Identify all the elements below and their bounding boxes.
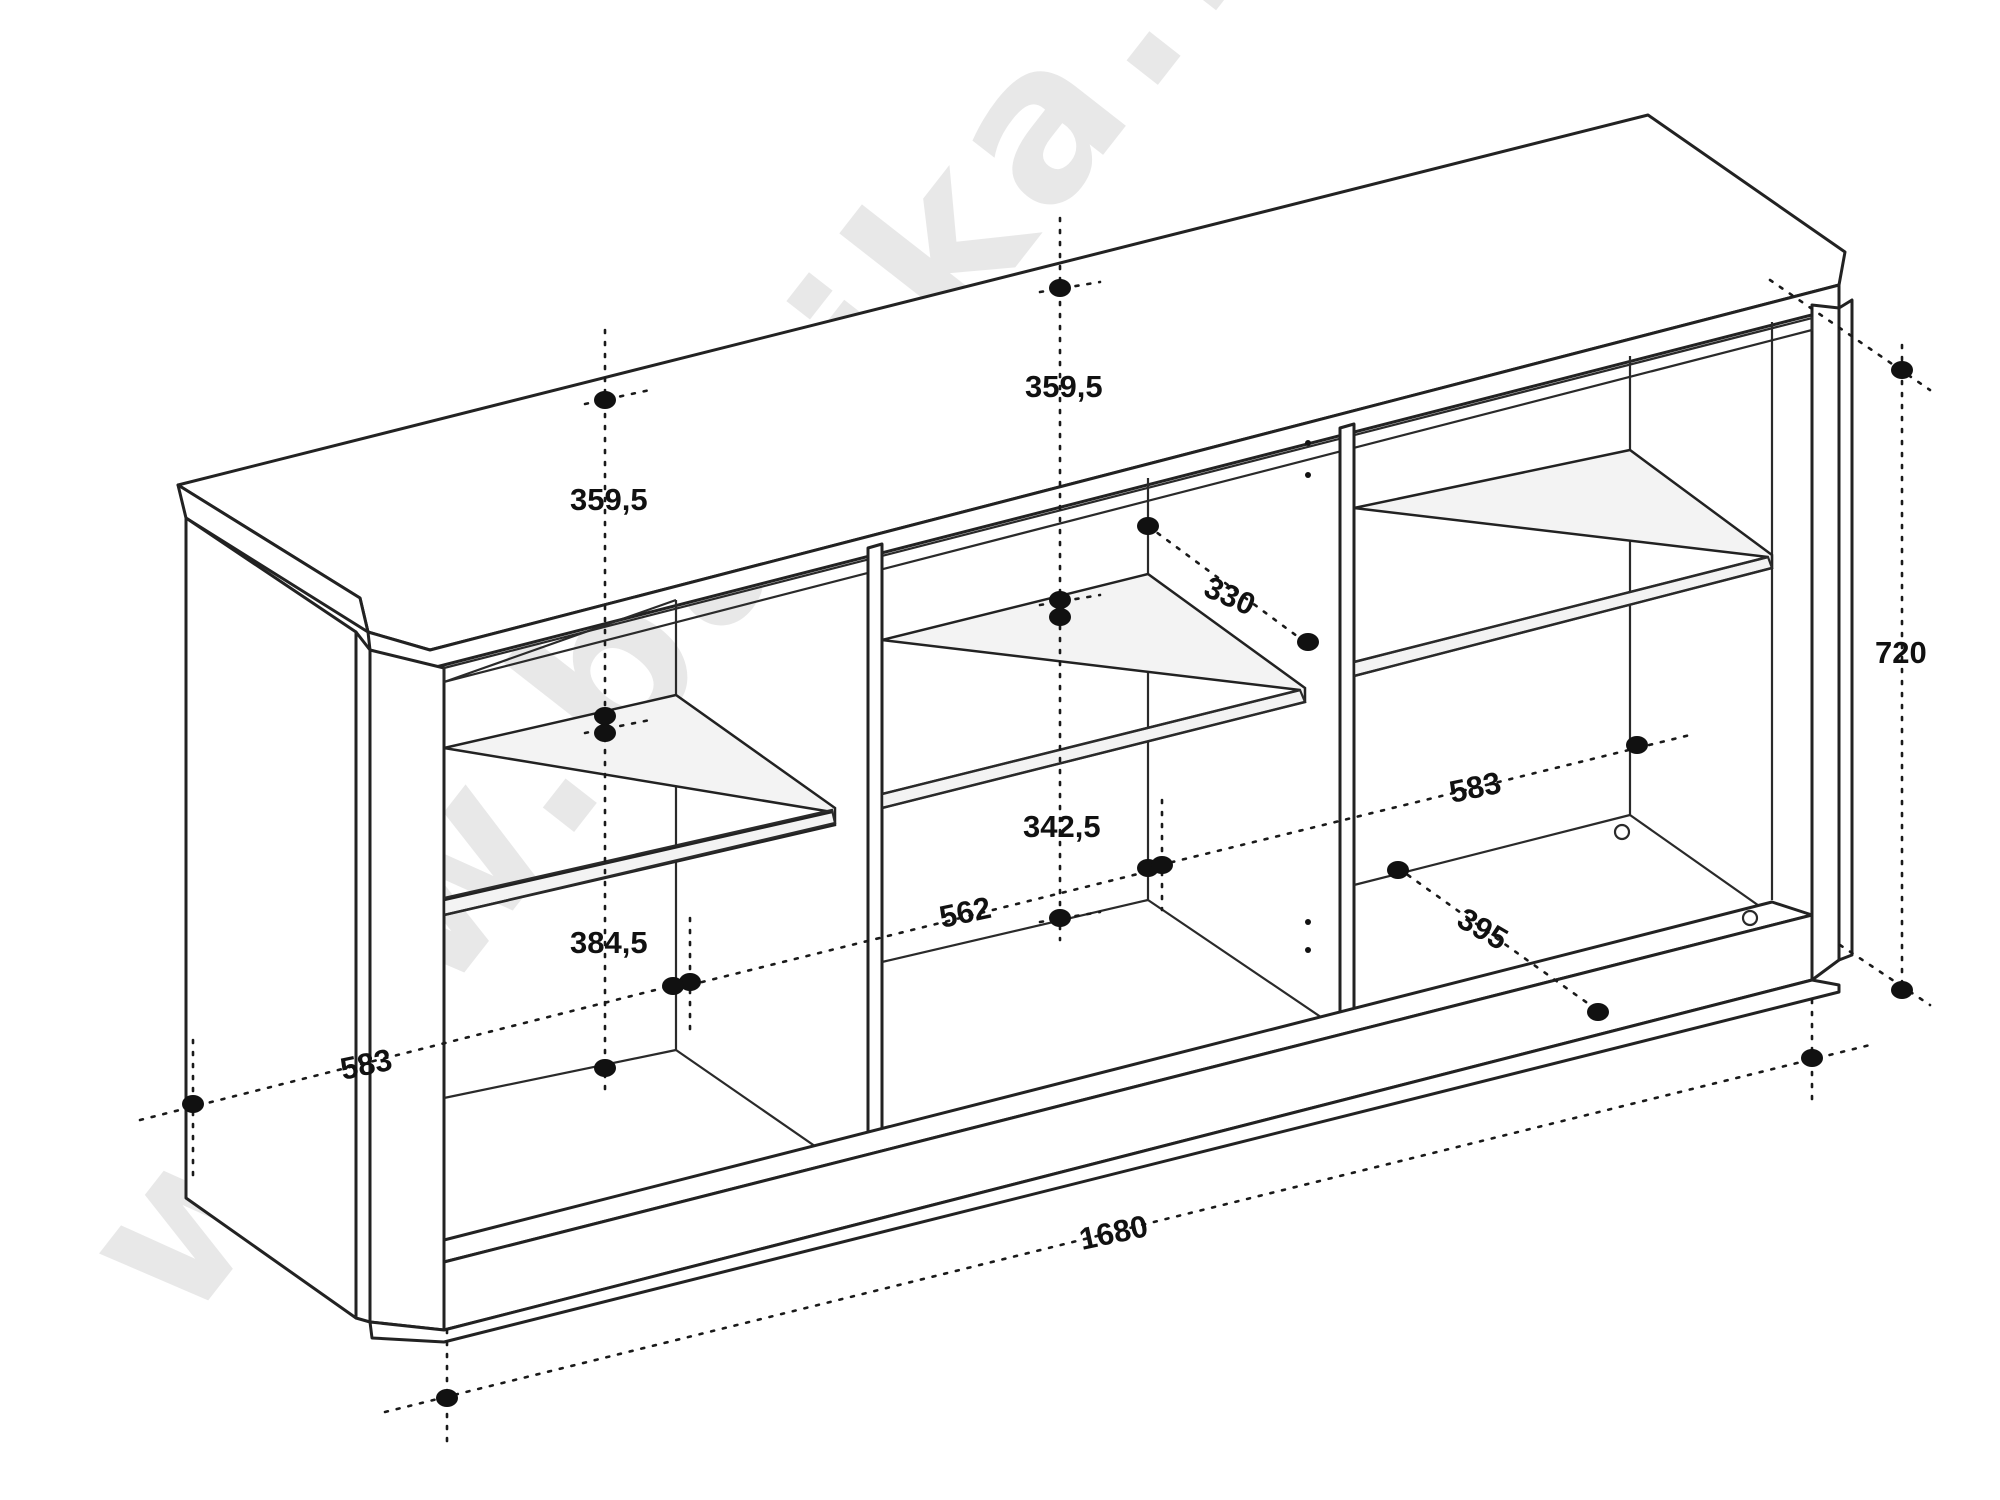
dim-line-583-right xyxy=(1146,733,1692,870)
dim-dot xyxy=(594,391,616,409)
dim-tick xyxy=(1838,943,1932,1007)
left-front-chamfer xyxy=(354,630,372,1324)
right-side-edge xyxy=(1837,298,1854,962)
dim-label-1680: 1680 xyxy=(1076,1208,1151,1257)
cabinet-body xyxy=(176,113,1854,1344)
dim-tick xyxy=(1768,278,1932,392)
plinth-base xyxy=(368,978,1841,1344)
dim-dot xyxy=(1137,517,1159,535)
dim-dot xyxy=(662,977,684,995)
right-shelf xyxy=(1352,448,1774,678)
divider-right xyxy=(1338,422,1356,1032)
dim-dot xyxy=(1049,591,1071,609)
dim-tick xyxy=(1038,280,1102,294)
right-shelf-edge xyxy=(1353,555,1774,678)
cable-hole xyxy=(1613,823,1631,841)
inner-top-rail xyxy=(442,316,1814,684)
dim-dot xyxy=(1049,608,1071,626)
dim-dot xyxy=(436,1389,458,1407)
left-side-panel xyxy=(184,516,358,1320)
plinth-front xyxy=(442,913,1814,1332)
dim-dot xyxy=(1626,736,1648,754)
dim-tick xyxy=(1038,910,1102,924)
hinge-hole xyxy=(1305,947,1311,953)
dim-dot xyxy=(182,1095,204,1113)
right-comp-back-bottom xyxy=(1629,814,1773,916)
bottom-rail xyxy=(442,900,1814,1264)
dim-dot xyxy=(1387,861,1409,879)
dim-dot xyxy=(594,724,616,742)
hinge-hole xyxy=(1305,440,1311,446)
dim-line-583-left xyxy=(138,983,677,1122)
dim-dot xyxy=(1151,856,1173,874)
dim-line-562 xyxy=(688,866,1164,987)
dim-label-562: 562 xyxy=(936,890,994,935)
left-comp-back-bottom xyxy=(675,1049,836,1161)
dim-dot xyxy=(1587,1003,1609,1021)
front-left-stile xyxy=(368,648,446,1332)
dim-dot xyxy=(594,707,616,725)
dim-tick xyxy=(1038,593,1102,607)
left-lower-back xyxy=(443,1048,677,1100)
dim-line-1680 xyxy=(383,1043,1872,1414)
hinge-hole xyxy=(1305,919,1311,925)
divider-left xyxy=(866,542,884,1147)
hinge-hole xyxy=(1305,472,1311,478)
dim-label-330: 330 xyxy=(1199,569,1260,622)
dim-label-top-right: 359,5 xyxy=(1025,369,1103,404)
dim-label-395: 395 xyxy=(1452,901,1514,957)
dim-label-342: 342,5 xyxy=(1023,809,1101,844)
dim-dot xyxy=(1801,1049,1823,1067)
front-right-stile xyxy=(1810,303,1841,982)
dim-line-395 xyxy=(1396,866,1602,1014)
dim-label-384: 384,5 xyxy=(570,925,648,960)
left-comp-interior-top xyxy=(443,598,677,684)
dimension-dots xyxy=(182,279,1913,1407)
middle-shelf-edge xyxy=(881,688,1307,810)
dim-dot xyxy=(1049,909,1071,927)
dim-line-330 xyxy=(1146,524,1307,644)
dim-dot xyxy=(1891,361,1913,379)
cable-hole xyxy=(1741,909,1759,927)
dim-dot xyxy=(1891,981,1913,999)
left-shelf-edge xyxy=(443,808,837,917)
dim-dot xyxy=(1049,279,1071,297)
dim-dot xyxy=(679,973,701,991)
dim-dot xyxy=(594,1059,616,1077)
dim-label-top-left: 359,5 xyxy=(570,482,648,517)
dim-label-720: 720 xyxy=(1875,635,1927,670)
mid-comp-back-bottom xyxy=(1147,899,1341,1031)
dim-dot xyxy=(1297,633,1319,651)
dim-label-583-right: 583 xyxy=(1446,765,1504,810)
mid-comp-floor-line xyxy=(881,898,1149,964)
